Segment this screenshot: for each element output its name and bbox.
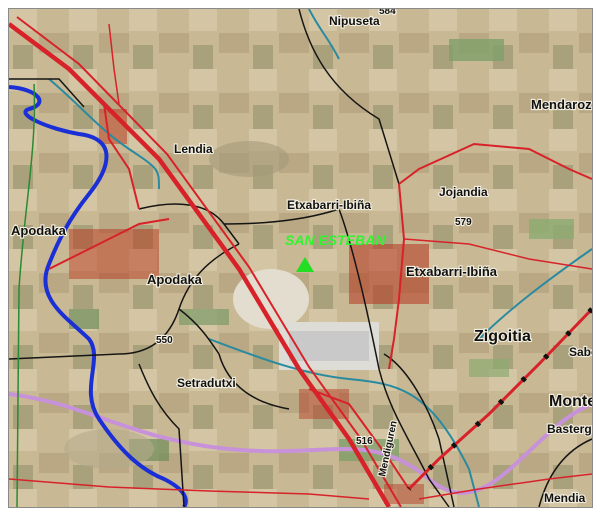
streams: [48, 8, 593, 508]
label-apodaka-west: Apodaka: [11, 223, 67, 238]
map-view[interactable]: Nipuseta 584 Mendaroz Lendia Etxabarri-I…: [7, 5, 599, 509]
map-svg: Nipuseta 584 Mendaroz Lendia Etxabarri-I…: [7, 5, 599, 509]
label-elev-584: 584: [379, 9, 396, 17]
label-setradutxi: Setradutxi: [177, 376, 236, 390]
roads: [7, 16, 593, 509]
label-mendaroz: Mendaroz: [531, 97, 592, 112]
label-lendia: Lendia: [174, 142, 213, 156]
label-zigoitia: Zigoitia: [474, 328, 531, 345]
label-monte: Monte: [549, 393, 592, 410]
railway-line: [8, 392, 593, 495]
label-mendia: Mendia: [544, 491, 586, 505]
label-elev-550: 550: [156, 335, 173, 346]
label-elev-516: 516: [356, 436, 373, 447]
green-border: [16, 83, 36, 508]
label-jojandia: Jojandia: [439, 185, 488, 199]
label-etxabarri-north: Etxabarri-Ibiña: [287, 198, 371, 212]
river: [8, 85, 188, 509]
label-bastergi: Basterg: [547, 422, 592, 436]
label-sabe: Sabe: [569, 345, 592, 359]
label-apodaka-center: Apodaka: [147, 272, 203, 287]
label-etxabarri-east: Etxabarri-Ibiña: [406, 264, 498, 279]
label-elev-579: 579: [455, 217, 472, 228]
label-san-esteban: SAN ESTEBAN: [285, 232, 386, 248]
boundaries: [8, 8, 593, 508]
label-nipuseta: Nipuseta: [329, 14, 380, 28]
rail-track: [407, 307, 594, 491]
san-esteban-marker[interactable]: [296, 257, 314, 272]
